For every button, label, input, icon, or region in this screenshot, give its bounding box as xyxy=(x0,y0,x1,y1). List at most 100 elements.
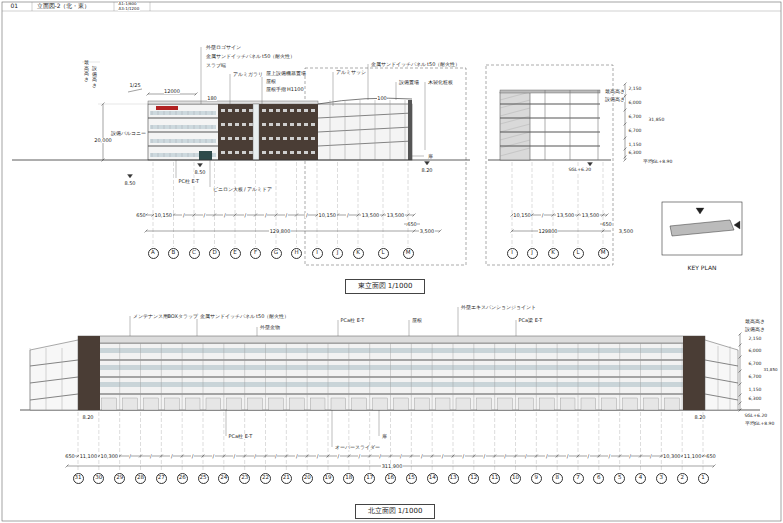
bay-line xyxy=(203,343,204,410)
building-body xyxy=(78,343,705,410)
mullion xyxy=(206,139,207,143)
grid-label: 20 xyxy=(304,475,311,481)
overhead-door xyxy=(102,398,117,410)
grid-label: 15 xyxy=(408,475,415,481)
leader-line xyxy=(379,410,380,436)
view-arrow xyxy=(734,221,740,229)
grid-line xyxy=(317,162,318,247)
grid-label: 23 xyxy=(241,475,248,481)
drawing-label: 8.20 xyxy=(694,415,706,420)
drawing-label: 6,700 xyxy=(628,115,642,120)
dim-tick xyxy=(713,465,716,468)
view-arrow xyxy=(696,208,704,214)
bay-line xyxy=(182,343,183,410)
header-divider xyxy=(150,2,151,11)
slab-edge xyxy=(78,393,705,394)
drawing-label: SGL+6.20 xyxy=(744,414,768,419)
drawing-label: 設備バルコニー xyxy=(110,131,146,136)
grid-bubble: 2 xyxy=(677,473,688,484)
drawing-label: / xyxy=(462,454,465,459)
drawing-label: / xyxy=(212,454,215,459)
dim-tick xyxy=(213,214,216,217)
dim-tick xyxy=(624,156,627,159)
grid-bubble: B xyxy=(168,248,179,259)
dim-tick xyxy=(264,455,267,458)
drawing-label: 扉 xyxy=(427,154,433,159)
dim-tick xyxy=(195,93,198,96)
drawing-label: 6,300 xyxy=(628,151,642,156)
grid-bubble: M xyxy=(403,248,414,259)
drawing-label: / xyxy=(545,454,548,459)
key-plan-frame xyxy=(662,202,742,255)
drawing-label: 180 xyxy=(207,96,218,101)
drawing-label: 外壁金物 xyxy=(259,325,280,330)
mullion xyxy=(182,125,183,129)
grid-line xyxy=(512,162,513,247)
panel-window xyxy=(283,123,287,126)
dim-tick xyxy=(624,159,627,162)
grid-line xyxy=(603,162,604,247)
drawing-label: / xyxy=(305,213,308,218)
grid-label: K xyxy=(356,250,360,256)
grid-label: 17 xyxy=(366,475,373,481)
leader-line xyxy=(257,327,258,336)
grid-line xyxy=(682,412,683,472)
drawing-label: 平均GL+8.90 xyxy=(744,422,775,427)
drawing-label: 3,500 xyxy=(618,229,633,234)
dim-line xyxy=(512,231,611,232)
mullion xyxy=(164,153,165,157)
drawing-label: / xyxy=(316,454,319,459)
grid-label: 9 xyxy=(535,475,539,481)
mullion xyxy=(194,139,195,143)
bay-line xyxy=(328,343,329,410)
leader-line xyxy=(230,74,231,104)
ramp-column xyxy=(345,100,346,160)
dim-line xyxy=(148,94,196,95)
dim-tick xyxy=(739,409,742,412)
grid-bubble: 5 xyxy=(614,473,625,484)
panel-window xyxy=(304,109,308,112)
grid-bubble: D xyxy=(209,248,220,259)
grid-bubble: 20 xyxy=(302,473,313,484)
grid-line xyxy=(182,412,183,472)
panel-window xyxy=(283,151,287,154)
panel-window xyxy=(249,123,253,126)
dim-tick xyxy=(739,370,742,373)
dim-tick xyxy=(66,465,69,468)
bay-line xyxy=(223,343,224,410)
leader-line xyxy=(396,82,397,100)
grid-label: 1 xyxy=(701,475,705,481)
dim-tick xyxy=(624,137,627,140)
grid-line xyxy=(640,412,641,472)
panel-window xyxy=(276,137,280,140)
grid-label: F xyxy=(254,250,257,256)
dim-tick xyxy=(514,455,517,458)
ramp-column xyxy=(718,346,719,410)
mullion xyxy=(212,111,213,115)
grid-label: D xyxy=(212,250,216,256)
grid-bubble: I xyxy=(312,248,323,259)
drawing-label: / xyxy=(203,213,206,218)
drawing-label: 6,300 xyxy=(748,397,762,402)
dim-line xyxy=(146,231,440,232)
level-mark xyxy=(425,162,430,166)
drawing-label: 10,150 xyxy=(318,213,337,218)
end-tower xyxy=(78,336,100,410)
panel-window xyxy=(290,151,294,154)
drawing-label: / xyxy=(483,454,486,459)
grid-line xyxy=(494,412,495,472)
mullion xyxy=(200,111,201,115)
panel-window xyxy=(304,151,308,154)
panel-window xyxy=(283,137,287,140)
ground-line xyxy=(12,160,470,161)
mullion xyxy=(212,139,213,143)
dim-tick xyxy=(597,455,600,458)
mullion xyxy=(194,111,195,115)
dim-tick xyxy=(413,214,416,217)
drawing-label: 立面図-2（北・東） xyxy=(36,3,91,9)
leader-line xyxy=(197,316,198,336)
dim-tick xyxy=(624,109,627,112)
panel-window xyxy=(311,123,315,126)
grid-bubble: 18 xyxy=(343,473,354,484)
grid-label: 11 xyxy=(491,475,498,481)
